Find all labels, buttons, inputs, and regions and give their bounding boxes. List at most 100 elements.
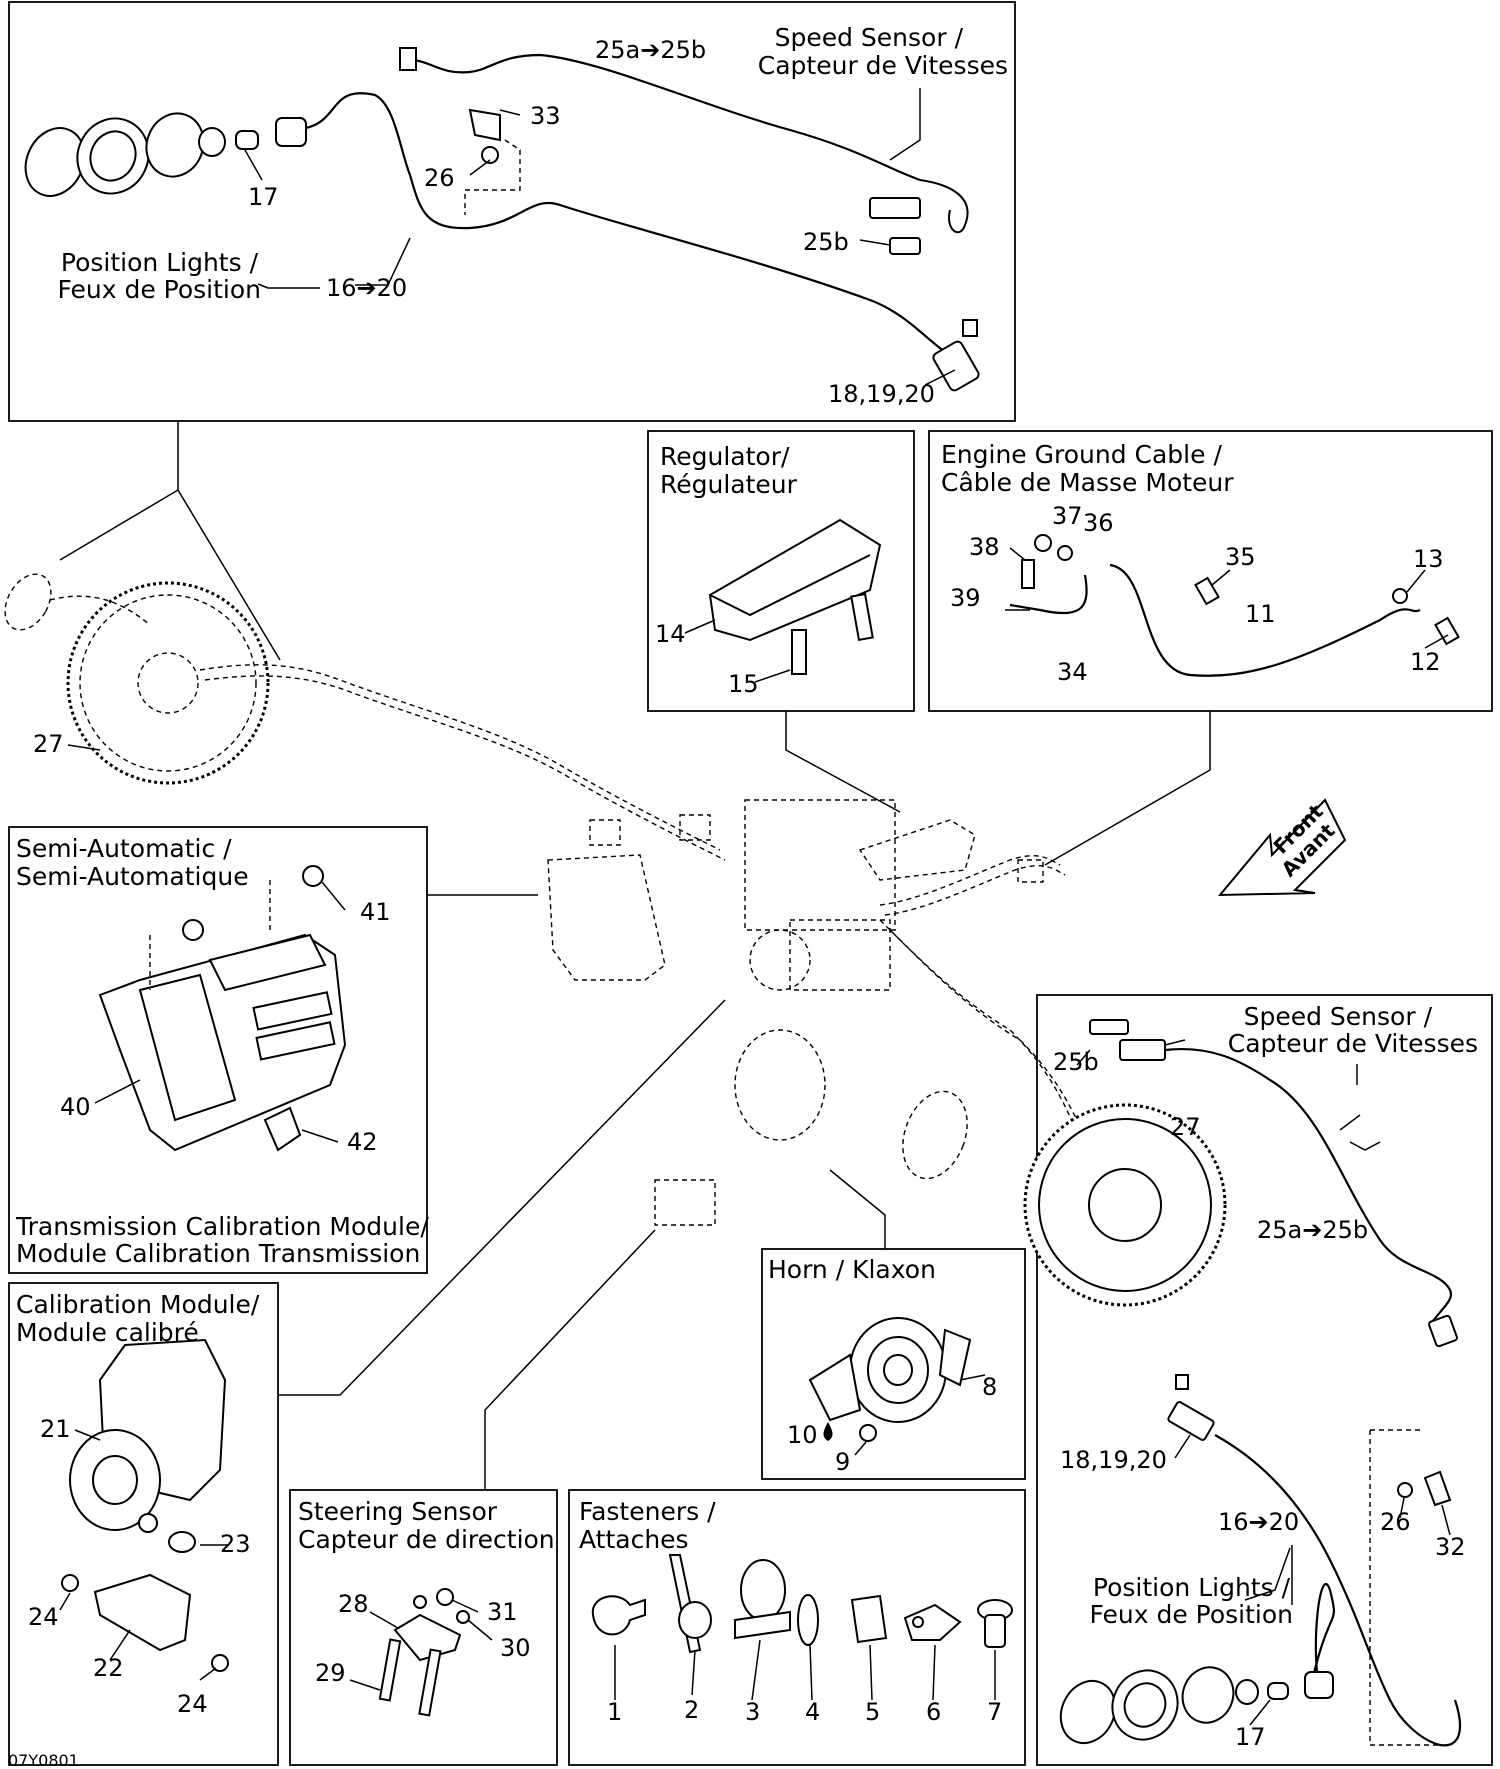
callout-34: 34 xyxy=(1057,658,1088,686)
svg-text:Calibration Module/: Calibration Module/ xyxy=(16,1290,260,1319)
connector-18-icon xyxy=(932,340,980,392)
svg-text:28: 28 xyxy=(338,1590,369,1618)
bolt-icon xyxy=(850,592,874,642)
steering-panel-frame xyxy=(289,1489,558,1766)
svg-text:40: 40 xyxy=(60,1093,91,1121)
svg-text:Regulator/: Regulator/ xyxy=(660,442,790,471)
svg-text:29: 29 xyxy=(315,1659,346,1687)
horn-panel-frame xyxy=(761,1248,1026,1480)
nut-30-icon xyxy=(456,1610,470,1624)
clip-6-icon xyxy=(903,1603,962,1641)
svg-text:35: 35 xyxy=(1225,543,1256,571)
callout-26-right: 26 xyxy=(1380,1508,1411,1536)
callout-2: 2 xyxy=(684,1696,699,1724)
front-arrow: Front Avant xyxy=(1217,798,1347,897)
left-position-light xyxy=(4,573,52,631)
o-ring-icon xyxy=(198,127,226,157)
svg-text:18,19,20: 18,19,20 xyxy=(828,380,935,408)
top-panel: Speed Sensor / Capteur de Vitesses Posit… xyxy=(24,23,1008,408)
svg-text:32: 32 xyxy=(1435,1533,1466,1561)
callout-23: 23 xyxy=(220,1530,251,1558)
callout-41: 41 xyxy=(360,898,391,926)
bolt-26-right-icon xyxy=(1397,1482,1413,1498)
svg-text:33: 33 xyxy=(530,102,561,130)
semi-auto-panel: Semi-Automatic / Semi-Automatique 41 40 … xyxy=(15,834,429,1268)
sensor-25b-right-icon xyxy=(1089,1019,1129,1035)
bolt-26-icon xyxy=(481,146,499,164)
callout-31: 31 xyxy=(487,1598,518,1626)
calibration-panel: Calibration Module/ Module calibré 21 23… xyxy=(16,1290,260,1718)
callout-5: 5 xyxy=(865,1698,880,1726)
callout-25a-25b-right: 25a➔25b xyxy=(1257,1216,1368,1244)
plug-42-icon xyxy=(263,1106,302,1152)
svg-text:25a➔25b: 25a➔25b xyxy=(595,36,706,64)
svg-text:1: 1 xyxy=(607,1698,622,1726)
callout-24b: 24 xyxy=(177,1690,208,1718)
bolt-35-icon xyxy=(1194,576,1220,606)
tcm-footer-fr: Module Calibration Transmission xyxy=(16,1239,420,1268)
svg-text:3: 3 xyxy=(745,1698,760,1726)
callout-1: 1 xyxy=(607,1698,622,1726)
callout-33: 33 xyxy=(530,102,561,130)
svg-text:24: 24 xyxy=(28,1603,59,1631)
bolt-12-icon xyxy=(1434,616,1460,646)
svg-text:2: 2 xyxy=(684,1696,699,1724)
horn-outline xyxy=(734,1029,826,1141)
svg-text:26: 26 xyxy=(1380,1508,1411,1536)
ground-strap-34 xyxy=(1009,574,1088,615)
gasket-icon xyxy=(145,112,205,178)
regulator-title-en: Regulator/ xyxy=(660,442,790,471)
fasteners-title-fr: Attaches xyxy=(579,1525,689,1554)
svg-text:36: 36 xyxy=(1083,509,1114,537)
svg-text:39: 39 xyxy=(950,584,981,612)
svg-text:07Y0801: 07Y0801 xyxy=(8,1751,79,1769)
position-lights-label-fr: Feux de Position xyxy=(57,275,261,304)
callout-16-20-right: 16➔20 xyxy=(1218,1508,1299,1536)
callout-42: 42 xyxy=(347,1128,378,1156)
callout-39: 39 xyxy=(950,584,981,612)
steering-sensor-outline xyxy=(654,1179,716,1226)
fasteners-title-en: Fasteners / xyxy=(579,1497,716,1526)
washer-36-icon xyxy=(1057,545,1073,561)
sensor-loop xyxy=(919,179,969,234)
callout-10: 10 xyxy=(787,1421,818,1449)
svg-text:Semi-Automatique: Semi-Automatique xyxy=(16,862,249,891)
panel-connectors xyxy=(59,421,1381,1490)
bolt-15-icon xyxy=(791,629,807,675)
right-position-light-harness xyxy=(1214,1434,1462,1747)
semi-auto-title-fr: Semi-Automatique xyxy=(16,862,249,891)
svg-text:Speed Sensor /: Speed Sensor / xyxy=(1244,1002,1433,1031)
callout-7: 7 xyxy=(987,1698,1002,1726)
clip-right-icon xyxy=(1175,1374,1189,1390)
speed-sensor-right-icon xyxy=(1119,1039,1166,1061)
right-position-lights-label-fr: Feux de Position xyxy=(1089,1600,1293,1629)
svg-text:26: 26 xyxy=(424,164,455,192)
screw-icon xyxy=(182,919,204,941)
abs-motor-outline xyxy=(749,929,811,991)
horn-panel: Horn / Klaxon 8 10 9 xyxy=(768,1255,997,1476)
callout-25b: 25b xyxy=(803,228,849,256)
ground-title-en: Engine Ground Cable / xyxy=(941,440,1222,469)
horn-title: Horn / Klaxon xyxy=(768,1255,936,1284)
callout-21: 21 xyxy=(40,1415,71,1443)
svg-text:Steering Sensor: Steering Sensor xyxy=(298,1497,498,1526)
svg-text:Position Lights /: Position Lights / xyxy=(1093,1573,1291,1602)
callout-12: 12 xyxy=(1410,648,1441,676)
calibration-title-fr: Module calibré xyxy=(16,1318,199,1347)
svg-text:27: 27 xyxy=(1170,1113,1201,1141)
semi-auto-title-en: Semi-Automatic / xyxy=(16,834,232,863)
svg-text:Speed Sensor /: Speed Sensor / xyxy=(775,23,964,52)
callout-25b-right: 25b xyxy=(1053,1048,1099,1076)
callout-9: 9 xyxy=(835,1448,850,1476)
svg-text:9: 9 xyxy=(835,1448,850,1476)
right-panel: Speed Sensor / Capteur de Vitesses 25b 2… xyxy=(1053,1002,1478,1751)
bracket-33-icon xyxy=(468,108,501,142)
svg-text:Horn / Klaxon: Horn / Klaxon xyxy=(768,1255,936,1284)
speed-sensor-label-en: Speed Sensor / xyxy=(775,23,964,52)
left-harness xyxy=(49,595,151,626)
grommet-23-icon xyxy=(168,1531,196,1553)
bracket-22-icon xyxy=(93,1573,192,1652)
callout-14: 14 xyxy=(655,620,686,648)
fasteners-panel: Fasteners / Attaches 1 2 3 4 5 6 7 xyxy=(579,1497,1013,1726)
connector-18-right-icon xyxy=(1167,1401,1215,1441)
